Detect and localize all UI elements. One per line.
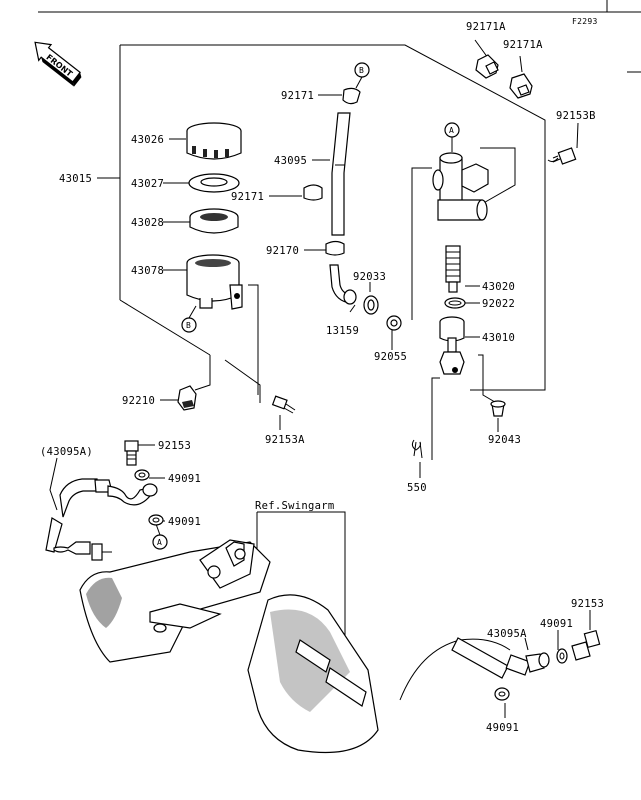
cotter-pin-550 xyxy=(411,439,423,459)
push-rod-43010 xyxy=(439,316,465,375)
assembly-outline xyxy=(97,44,546,460)
label-92171-top: 92171 xyxy=(281,90,314,102)
marker-a-bottom-letter: A xyxy=(157,538,162,547)
label-43015: 43015 xyxy=(59,173,92,185)
clamp-92171-top xyxy=(342,87,361,105)
circlip-92022 xyxy=(444,297,466,309)
washer-49091-right-2 xyxy=(494,687,510,701)
clamp-92171-mid xyxy=(303,184,323,201)
label-92210: 92210 xyxy=(122,395,155,407)
marker-b-top: B xyxy=(354,62,370,89)
label-43095: 43095 xyxy=(274,155,307,167)
marker-a-top-letter: A xyxy=(449,126,454,135)
label-92153b: 92153B xyxy=(556,110,596,122)
bolt-92153a xyxy=(271,395,296,414)
label-43026: 43026 xyxy=(131,134,164,146)
label-92055: 92055 xyxy=(374,351,407,363)
marker-b-top-letter: B xyxy=(359,66,364,75)
marker-a-top: A xyxy=(444,122,460,152)
brake-hose-43095a-left xyxy=(45,478,158,561)
label-92043: 92043 xyxy=(488,434,521,446)
pin-92043 xyxy=(490,400,506,417)
diaphragm-plate-43027 xyxy=(188,173,240,193)
nut-92210 xyxy=(177,385,197,411)
o-ring-92055 xyxy=(386,315,402,331)
label-92022: 92022 xyxy=(482,298,515,310)
label-43020: 43020 xyxy=(482,281,515,293)
marker-b-bottom-letter: B xyxy=(186,321,191,330)
bolt-92153b xyxy=(547,147,577,165)
reservoir-43078 xyxy=(186,254,243,310)
brake-hose-43095a-right xyxy=(451,637,550,679)
label-43027: 43027 xyxy=(131,178,164,190)
spring-43020 xyxy=(445,245,461,293)
washer-49091-left-1 xyxy=(134,469,150,481)
label-92171a-2: 92171A xyxy=(503,39,543,51)
label-92033: 92033 xyxy=(353,271,386,283)
clamp-92171a-lower xyxy=(509,73,533,99)
swingarm-reference xyxy=(79,539,511,754)
label-550: 550 xyxy=(407,482,427,494)
label-92171-mid: 92171 xyxy=(231,191,264,203)
reservoir-hose-43095 xyxy=(331,112,351,236)
label-43028: 43028 xyxy=(131,217,164,229)
page-frame xyxy=(38,0,641,73)
label-92153a: 92153A xyxy=(265,434,305,446)
reference-note: Ref.Swingarm xyxy=(255,500,334,512)
part-number-labels: 92171A 92171A 92171 92153B 43026 43095 4… xyxy=(40,21,604,734)
reservoir-cap-43026 xyxy=(186,122,242,160)
label-92153-right: 92153 xyxy=(571,598,604,610)
marker-b-bottom: B xyxy=(181,305,197,333)
washer-49091-right-1 xyxy=(556,648,568,664)
o-ring-92033 xyxy=(363,295,379,315)
label-13159: 13159 xyxy=(326,325,359,337)
washer-49091-left-2 xyxy=(148,514,164,526)
label-92153-left: 92153 xyxy=(158,440,191,452)
label-49091-left-1: 49091 xyxy=(168,473,201,485)
label-43095a-ref: (43095A) xyxy=(40,446,93,458)
label-43095a: 43095A xyxy=(487,628,527,640)
elbow-fitting-13159 xyxy=(329,264,357,305)
clamp-92170 xyxy=(325,240,345,256)
label-92170: 92170 xyxy=(266,245,299,257)
diaphragm-43028 xyxy=(189,208,239,234)
clamp-92171a-upper xyxy=(475,54,499,79)
label-49091-right-1: 49091 xyxy=(540,618,573,630)
marker-a-bottom: A xyxy=(152,523,168,550)
banjo-bolt-92153-left xyxy=(124,440,139,466)
banjo-bolt-92153-right xyxy=(571,629,601,661)
label-43010: 43010 xyxy=(482,332,515,344)
label-49091-right-2: 49091 xyxy=(486,722,519,734)
label-43078: 43078 xyxy=(131,265,164,277)
label-92171a-1: 92171A xyxy=(466,21,506,33)
label-49091-left-2: 49091 xyxy=(168,516,201,528)
master-cylinder-body xyxy=(432,152,489,221)
front-direction-arrow: FRONT xyxy=(34,41,82,87)
figure-code: F2293 xyxy=(572,17,598,26)
